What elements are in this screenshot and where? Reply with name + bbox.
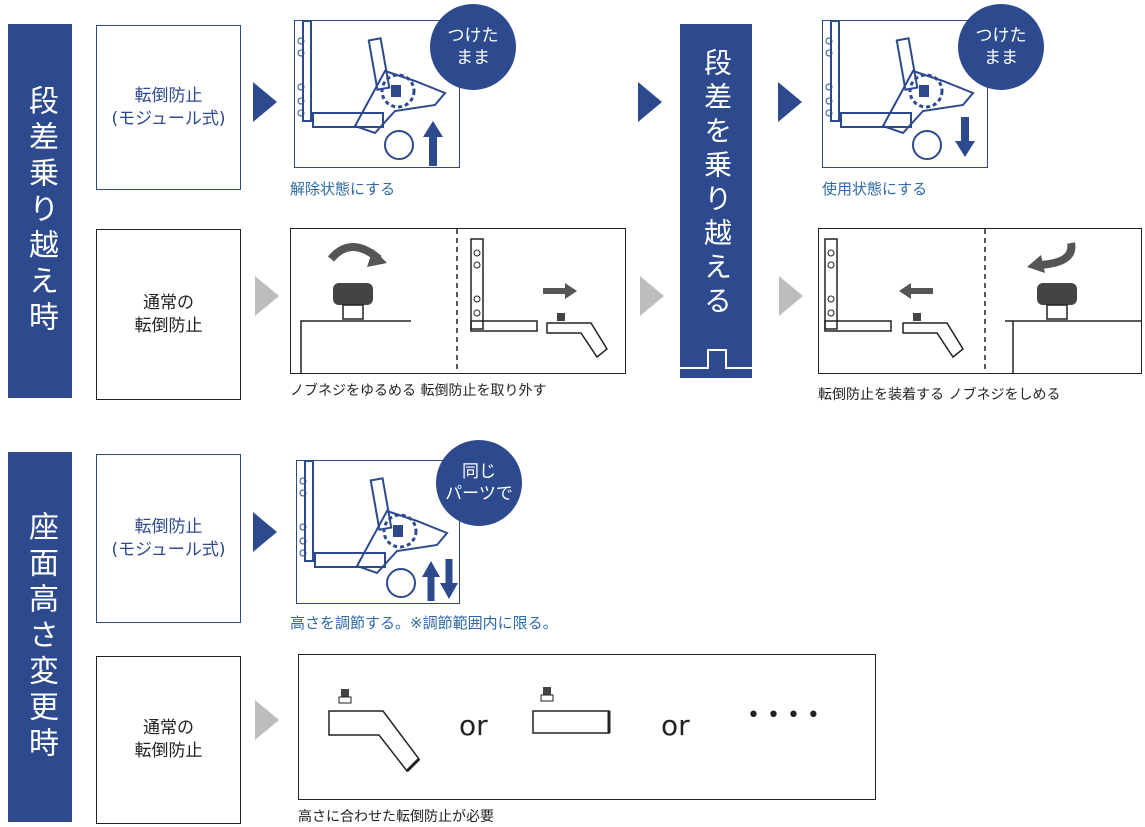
- arrow-right-gray-icon: [255, 700, 279, 740]
- knob-screw-attach-illustration: [824, 229, 1141, 373]
- ellipsis-text: • • • •: [747, 703, 820, 728]
- module-label-box-2: 転倒防止 (モジュール式): [96, 454, 241, 623]
- wheelchair-module-illustration: [299, 460, 458, 601]
- keep-attached-text-1: つけた まま: [447, 25, 499, 68]
- keep-attached-text-2: つけた まま: [975, 25, 1027, 68]
- wheelchair-module-illustration: [825, 20, 975, 160]
- module-label-text-2: 転倒防止 (モジュール式): [111, 516, 226, 560]
- or-text-1: or: [459, 709, 488, 742]
- step-shape-icon: [680, 344, 752, 378]
- caption-use: 使用状態にする: [822, 180, 928, 198]
- section-label-step-text: 段差乗り越え時: [23, 85, 58, 337]
- normal-label-text-1: 通常の 転倒防止: [134, 292, 203, 336]
- module-label-box-1: 転倒防止 (モジュール式): [96, 25, 241, 190]
- attach-sequence-image: [818, 228, 1142, 374]
- center-step-label-text: 段差を乗り越える: [700, 48, 733, 320]
- arrow-right-icon: [638, 82, 662, 122]
- arrow-right-gray-icon: [255, 276, 279, 316]
- normal-label-box-2: 通常の 転倒防止: [96, 656, 241, 824]
- caption-remove: ノブネジをゆるめる 転倒防止を取り外す: [290, 383, 547, 399]
- caption-adjust: 高さを調節する。※調節範囲内に限る。: [290, 614, 558, 632]
- module-use-image: [822, 20, 988, 168]
- normal-label-box-1: 通常の 転倒防止: [96, 229, 241, 400]
- section-label-step: 段差乗り越え時: [8, 24, 72, 398]
- alternatives-image: or or • • • •: [298, 654, 876, 800]
- arrow-right-icon: [778, 82, 802, 122]
- remove-sequence-image: [290, 228, 626, 374]
- caption-need: 高さに合わせた転倒防止が必要: [298, 809, 494, 825]
- anti-tip-alternatives-illustration: [328, 687, 611, 773]
- caption-release: 解除状態にする: [290, 180, 396, 198]
- same-parts-text: 同じ パーツで: [445, 461, 513, 504]
- arrow-right-icon: [253, 82, 277, 122]
- module-label-text-1: 転倒防止 (モジュール式): [111, 85, 226, 129]
- same-parts-bubble: 同じ パーツで: [436, 440, 522, 526]
- knob-screw-remove-illustration: [300, 229, 608, 373]
- center-step-label: 段差を乗り越える: [680, 24, 752, 344]
- or-text-2: or: [661, 709, 690, 742]
- keep-attached-bubble-1: つけた まま: [430, 4, 516, 90]
- module-adjust-image: [296, 460, 460, 604]
- section-label-seat-text: 座面高さ変更時: [23, 511, 58, 763]
- section-label-seat: 座面高さ変更時: [8, 452, 72, 822]
- arrow-right-icon: [253, 512, 277, 552]
- wheelchair-module-illustration: [297, 20, 447, 166]
- arrow-right-gray-icon: [640, 276, 664, 316]
- keep-attached-bubble-2: つけた まま: [958, 4, 1044, 90]
- caption-attach: 転倒防止を装着する ノブネジをしめる: [818, 387, 1061, 403]
- normal-label-text-2: 通常の 転倒防止: [134, 718, 203, 761]
- arrow-right-gray-icon: [779, 276, 803, 316]
